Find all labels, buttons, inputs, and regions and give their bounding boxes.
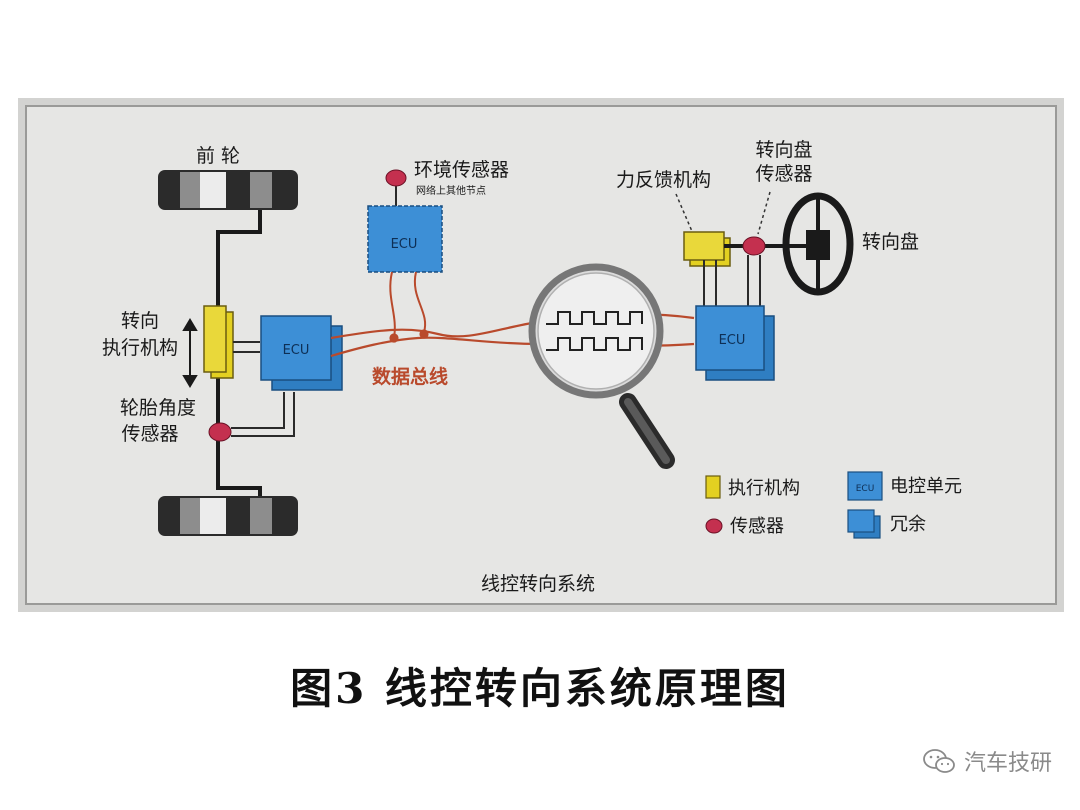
steering-actuator-label-2: 执行机构 <box>102 337 178 359</box>
watermark: 汽车技研 <box>922 745 1052 777</box>
magnifier-icon <box>528 263 675 469</box>
legend-ecu: ECU 电控单元 <box>847 471 962 501</box>
force-feedback-actuator <box>683 231 731 267</box>
legend: 执行机构 ECU 电控单元 传感器 冗余 <box>705 471 962 539</box>
tire-angle-sensor-label-2: 传感器 <box>121 423 178 445</box>
wechat-icon <box>923 749 955 773</box>
diagram-frame: 前 轮 转向 执行机构 轮胎角度 传感器 ECU 环境传 <box>18 98 1064 612</box>
wheel-sensor-label-1: 转向盘 <box>755 139 812 161</box>
data-bus-label: 数据总线 <box>372 365 448 388</box>
env-sensor-note: 网络上其他节点 <box>416 184 486 197</box>
tire-angle-sensor-icon <box>208 422 232 442</box>
figure-caption: 图3 线控转向系统原理图 <box>290 664 790 713</box>
left-ecu: ECU <box>260 315 343 391</box>
legend-ecu-abbr: ECU <box>856 484 875 494</box>
legend-redundant-label: 冗余 <box>890 514 926 535</box>
right-ecu-label: ECU <box>719 333 746 348</box>
env-sensor-label: 环境传感器 <box>414 159 509 181</box>
wheel-sensor-label-2: 传感器 <box>755 163 812 185</box>
tire-angle-sensor-label-1: 轮胎角度 <box>120 397 196 419</box>
wheel-sensor-icon <box>742 236 766 256</box>
wheel-sensor-leader <box>757 191 771 235</box>
right-ecu: ECU <box>695 305 775 381</box>
steering-actuator <box>203 305 234 379</box>
force-feedback-leader <box>675 193 695 237</box>
watermark-label: 汽车技研 <box>963 751 1052 776</box>
force-feedback-label: 力反馈机构 <box>616 169 711 191</box>
front-wheel-icon <box>158 170 298 210</box>
steer-by-wire-diagram: 前 轮 转向 执行机构 轮胎角度 传感器 ECU 环境传 <box>25 105 1057 605</box>
legend-ecu-label: 电控单元 <box>890 476 962 497</box>
left-ecu-label: ECU <box>283 343 310 358</box>
legend-actuator: 执行机构 <box>705 475 800 499</box>
legend-redundant: 冗余 <box>847 509 926 539</box>
env-ecu: ECU <box>367 205 443 273</box>
env-ecu-label: ECU <box>391 237 418 252</box>
left-signal-wires <box>231 341 295 437</box>
diagram-title: 线控转向系统 <box>481 573 595 595</box>
env-ecu-drop-wires <box>389 271 427 339</box>
legend-sensor-label: 传感器 <box>730 516 784 537</box>
legend-actuator-label: 执行机构 <box>728 478 800 499</box>
steering-wheel-icon <box>782 192 854 296</box>
steering-actuator-label-1: 转向 <box>121 310 159 332</box>
actuator-travel-arrow <box>182 318 198 388</box>
env-sensor-icon <box>385 169 407 206</box>
rear-wheel-icon <box>158 496 298 536</box>
right-signal-wires <box>703 255 761 308</box>
steering-wheel-label: 转向盘 <box>862 231 919 253</box>
front-wheel-label: 前 轮 <box>196 145 240 167</box>
legend-sensor: 传感器 <box>705 516 784 537</box>
